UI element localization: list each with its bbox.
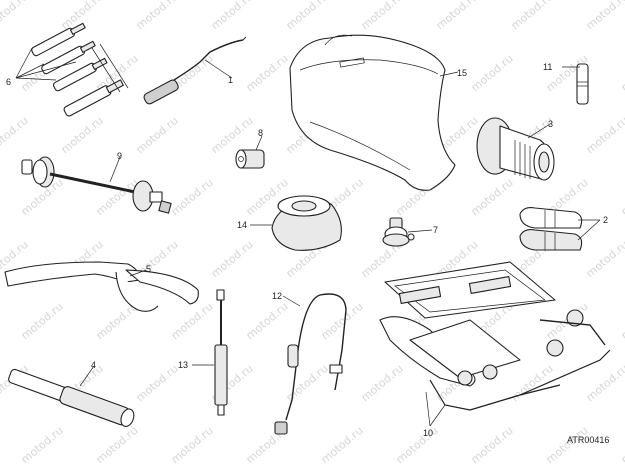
callout-7: 7	[433, 225, 438, 235]
callout-1: 1	[228, 75, 233, 85]
watermark-text: motod.ru	[619, 176, 625, 218]
part-10-stand	[379, 261, 611, 411]
part-6-pin-set	[31, 22, 129, 117]
callout-2: 2	[603, 215, 608, 225]
watermark-text: motod.ru	[284, 0, 331, 32]
watermark-text: motod.ru	[59, 114, 106, 156]
callout-labels: 6 1 15 11 3 8 9 2 14 7 5 12 13 4 10	[6, 62, 608, 438]
part-11-pin	[576, 63, 589, 105]
callout-9: 9	[117, 151, 122, 161]
callout-11: 11	[543, 62, 552, 72]
watermark-text: motod.ru	[359, 362, 406, 404]
watermark-text: motod.ru	[94, 424, 141, 466]
callout-10: 10	[423, 428, 433, 438]
watermark-text: motod.ru	[19, 424, 66, 466]
callout-5: 5	[146, 264, 151, 274]
drawing-code: ATR00416	[567, 435, 609, 445]
part-8-collar	[235, 149, 265, 169]
callout-3: 3	[548, 119, 553, 129]
watermark-text: motod.ru	[134, 0, 181, 32]
watermark-text: motod.ru	[209, 0, 256, 32]
watermark-text: motod.ru	[434, 0, 481, 32]
watermark-text: motod.ru	[584, 362, 625, 404]
watermark-text: motod.ru	[284, 362, 331, 404]
part-3-bushing	[476, 117, 555, 181]
callout-13: 13	[178, 360, 188, 370]
part-15-seat	[289, 34, 456, 191]
callout-8: 8	[258, 128, 263, 138]
leader-lines	[15, 47, 601, 427]
watermark-text: motod.ru	[584, 0, 625, 32]
watermark-text: motod.ru	[244, 300, 291, 342]
watermark-text: motod.ru	[134, 362, 181, 404]
part-2-split-collars	[519, 207, 583, 251]
watermark-text: motod.ru	[584, 238, 625, 280]
watermark-text: motod.ru	[619, 424, 625, 466]
callout-14: 14	[237, 220, 247, 230]
callout-6: 6	[6, 77, 11, 87]
watermark-text: motod.ru	[469, 424, 516, 466]
watermark-text: motod.ru	[209, 238, 256, 280]
watermark-text: motod.ru	[619, 52, 625, 94]
watermark-text: motod.ru	[244, 52, 291, 94]
part-4-drift	[8, 368, 135, 427]
watermark-text: motod.ru	[469, 176, 516, 218]
watermark-text: motod.ru	[169, 300, 216, 342]
watermark-text: motod.ru	[169, 176, 216, 218]
part-14-socket	[271, 195, 342, 251]
part-13-slide-hammer	[214, 289, 228, 416]
watermark-text: motod.ru	[509, 0, 556, 32]
watermark-text: motod.ru	[544, 424, 591, 466]
watermark-text: motod.ru	[469, 52, 516, 94]
callout-15: 15	[457, 68, 467, 78]
part-9-puller	[21, 156, 172, 214]
part-7-bolt-adapter	[382, 217, 415, 247]
watermark-text: motod.ru	[0, 114, 31, 156]
callout-4: 4	[91, 360, 96, 370]
watermark-text: motod.ru	[359, 0, 406, 32]
watermark-text: motod.ru	[0, 0, 31, 32]
watermark-text: motod.ru	[319, 424, 366, 466]
watermark-text: motod.ru	[319, 300, 366, 342]
callout-12: 12	[272, 291, 282, 301]
watermark-text: motod.ru	[169, 424, 216, 466]
watermark-text: motod.ru	[19, 300, 66, 342]
watermark-text: motod.ru	[584, 114, 625, 156]
part-1-hook-tool	[143, 36, 247, 105]
part-5-hook-spanner	[4, 261, 199, 312]
watermark-text: motod.ru	[619, 300, 625, 342]
watermark-text: motod.ru	[394, 424, 441, 466]
watermark-text: motod.ru	[134, 114, 181, 156]
part-12-cable-tool	[274, 293, 347, 435]
